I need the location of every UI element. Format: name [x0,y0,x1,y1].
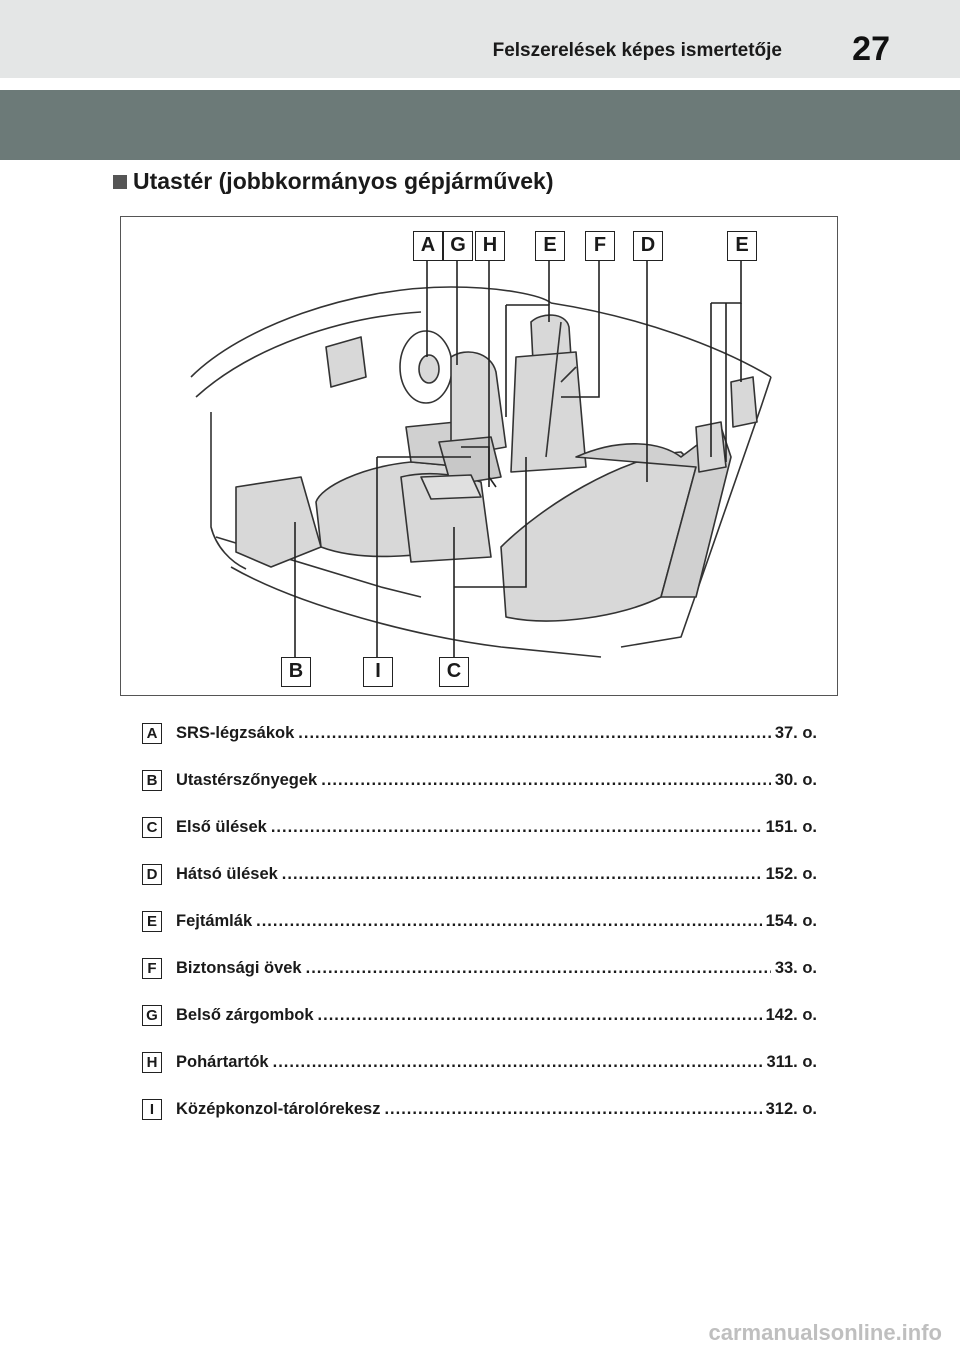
decorative-band [0,90,960,160]
leader-dots [318,1006,762,1025]
legend-label: SRS-légzsákok [176,724,295,742]
leader-dots [256,912,762,931]
legend-page-ref: 33. o. [774,959,817,977]
legend-page-ref: 311. o. [766,1053,817,1071]
legend-letter: A [142,723,162,744]
legend-label: Középkonzol-tárolórekesz [176,1100,381,1118]
legend-text: Biztonsági övek 33. o. [176,959,817,978]
legend-item: G Belső zárgombok 142. o. [142,992,817,1039]
section-title-text: Utastér (jobbkormányos gépjárművek) [133,168,554,194]
legend-text: Hátsó ülések 152. o. [176,865,817,884]
leader-dots [273,1053,763,1072]
page-number: 27 [852,30,890,68]
square-bullet-icon [113,174,127,189]
callout-bottom-0: B [281,657,311,687]
legend-page-ref: 37. o. [774,724,817,742]
legend-letter: F [142,958,162,979]
legend-label: Utastérszőnyegek [176,771,318,789]
legend-label: Fejtámlák [176,912,253,930]
legend-page-ref: 154. o. [765,912,817,930]
legend-text: SRS-légzsákok 37. o. [176,724,817,743]
legend-text: Pohártartók 311. o. [176,1053,817,1072]
legend-letter: D [142,864,162,885]
legend-text: Utastérszőnyegek 30. o. [176,771,817,790]
legend-list: A SRS-légzsákok 37. o. B Utastérszőnyegek 30.… [142,710,817,1133]
legend-item: A SRS-légzsákok 37. o. [142,710,817,757]
legend-item: D Hátsó ülések 152. o. [142,851,817,898]
legend-text: Első ülések 151. o. [176,818,817,837]
callout-top-6: E [727,231,757,261]
legend-page-ref: 312. o. [765,1100,817,1118]
interior-drawing [190,259,772,659]
legend-label: Első ülések [176,818,267,836]
legend-page-ref: 151. o. [765,818,817,836]
legend-item: I Középkonzol-tárolórekesz 312. o. [142,1086,817,1133]
legend-label: Pohártartók [176,1053,269,1071]
leader-dots [321,771,771,790]
legend-text: Középkonzol-tárolórekesz 312. o. [176,1100,817,1119]
legend-label: Hátsó ülések [176,865,278,883]
legend-letter: I [142,1099,162,1120]
leader-dots [384,1100,761,1119]
callout-top-5: D [633,231,663,261]
callout-top-4: F [585,231,615,261]
legend-letter: H [142,1052,162,1073]
legend-item: E Fejtámlák 154. o. [142,898,817,945]
leader-dots [306,959,771,978]
callout-top-0: A [413,231,443,261]
watermark: carmanualsonline.info [708,1320,943,1345]
legend-letter: G [142,1005,162,1026]
legend-page-ref: 30. o. [774,771,817,789]
legend-letter: C [142,817,162,838]
callout-top-3: E [535,231,565,261]
header-band [0,0,960,78]
legend-item: H Pohártartók 311. o. [142,1039,817,1086]
header-title: Felszerelések képes ismertetője [492,40,782,61]
legend-letter: E [142,911,162,932]
legend-label: Belső zárgombok [176,1006,314,1024]
callout-top-1: G [443,231,473,261]
callout-bottom-2: C [439,657,469,687]
legend-page-ref: 152. o. [765,865,817,883]
leader-dots [298,724,771,743]
leader-dots [271,818,762,837]
callout-top-2: H [475,231,505,261]
legend-item: B Utastérszőnyegek 30. o. [142,757,817,804]
callout-bottom-1: I [363,657,393,687]
legend-text: Belső zárgombok 142. o. [176,1006,817,1025]
legend-item: C Első ülések 151. o. [142,804,817,851]
leader-dots [282,865,762,884]
legend-item: F Biztonsági övek 33. o. [142,945,817,992]
section-title: Utastér (jobbkormányos gépjárművek) [113,168,554,195]
legend-text: Fejtámlák 154. o. [176,912,817,931]
legend-letter: B [142,770,162,791]
legend-label: Biztonsági övek [176,959,302,977]
legend-page-ref: 142. o. [765,1006,817,1024]
